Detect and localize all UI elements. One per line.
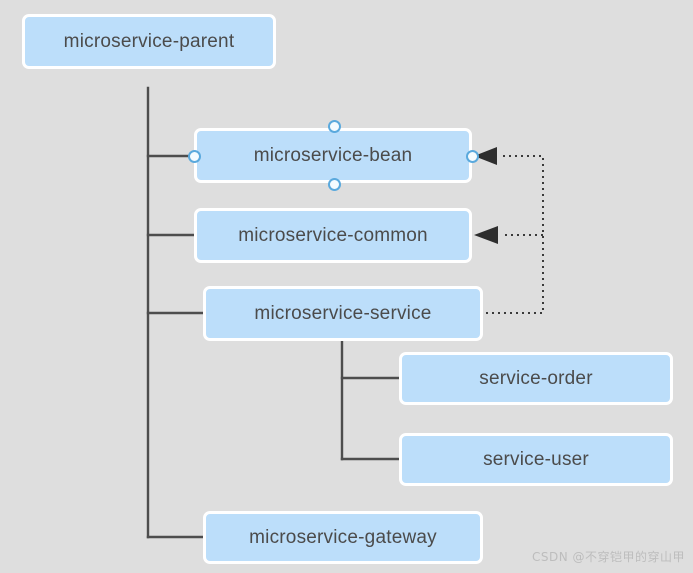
node-label: microservice-parent [63, 30, 235, 52]
node-microservice-service[interactable]: microservice-service [203, 286, 483, 341]
dependency-arrowheads [474, 147, 498, 244]
node-microservice-gateway[interactable]: microservice-gateway [203, 511, 483, 564]
node-microservice-common[interactable]: microservice-common [194, 208, 472, 263]
dependency-path-service-rail [486, 155, 544, 314]
node-label: service-order [479, 367, 593, 389]
connection-handle-top[interactable] [327, 119, 341, 133]
arrowhead-into-common [474, 226, 498, 244]
node-label: microservice-common [238, 224, 428, 246]
connection-handle-bottom[interactable] [327, 177, 341, 191]
node-label: microservice-gateway [249, 526, 437, 548]
connection-handle-right[interactable] [465, 149, 479, 163]
node-service-order[interactable]: service-order [399, 352, 673, 405]
node-label: microservice-bean [253, 144, 413, 166]
connection-handle-left[interactable] [187, 149, 201, 163]
node-microservice-parent[interactable]: microservice-parent [22, 14, 276, 69]
node-microservice-bean[interactable]: microservice-bean [194, 128, 472, 183]
node-label: service-user [483, 448, 589, 470]
node-label: microservice-service [254, 302, 432, 324]
node-service-user[interactable]: service-user [399, 433, 673, 486]
dependency-connectors [486, 155, 544, 314]
watermark-text: CSDN @不穿铠甲的穿山甲 [531, 550, 685, 564]
